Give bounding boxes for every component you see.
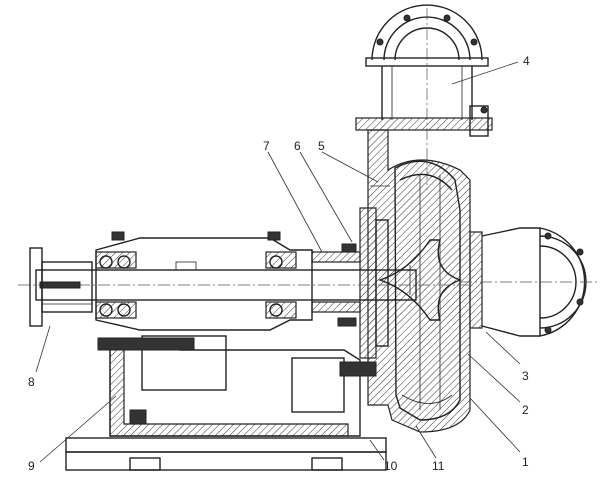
part-number-callouts: 4 5 6 7 3 2 1 8 9 10 11 <box>28 54 530 473</box>
pump-casing <box>367 129 471 433</box>
part-label-2: 2 <box>522 403 529 417</box>
suction-inlet <box>460 227 600 337</box>
discharge-elbow <box>365 4 489 190</box>
part-label-1: 1 <box>522 455 529 469</box>
seal-box <box>311 185 390 359</box>
leader-lines <box>35 61 521 463</box>
pump-shaft <box>18 269 470 301</box>
coupling-flange <box>29 247 93 327</box>
part-label-10: 10 <box>384 459 398 473</box>
base-plate <box>65 437 387 471</box>
part-label-9: 9 <box>28 459 35 473</box>
part-label-6: 6 <box>294 139 301 153</box>
part-label-3: 3 <box>522 369 529 383</box>
part-label-8: 8 <box>28 375 35 389</box>
bracket <box>97 335 377 437</box>
part-label-7: 7 <box>263 139 270 153</box>
part-label-4: 4 <box>523 54 530 68</box>
discharge-pipe <box>355 66 493 137</box>
part-label-5: 5 <box>318 139 325 153</box>
bearing-housing <box>95 231 313 331</box>
part-label-11: 11 <box>432 459 445 473</box>
